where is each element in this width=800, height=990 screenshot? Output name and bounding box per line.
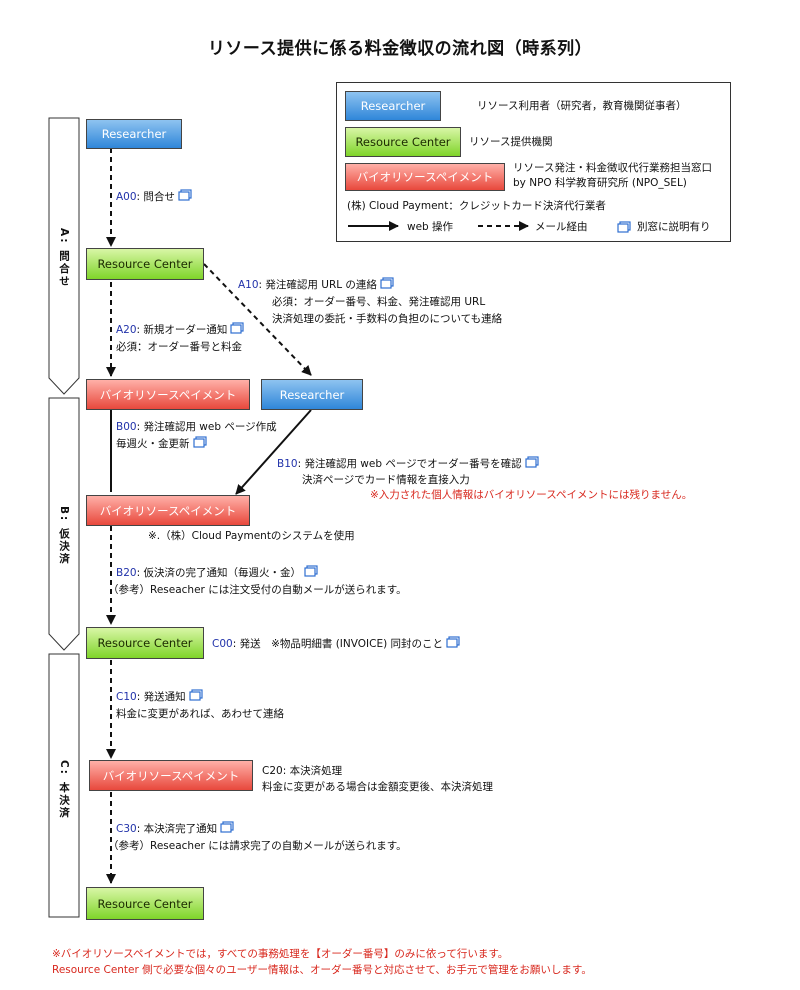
step-b10: B10: 発注確認用 web ページでオーダー番号を確認 [277, 456, 539, 472]
phase-c-label: C: 本決済 [58, 760, 70, 820]
node-payment-1: バイオリソースペイメント [86, 379, 250, 410]
phase-a-label: A: 問合せ [58, 228, 70, 288]
node-payment-3: バイオリソースペイメント [89, 760, 253, 791]
step-c10-line2: 料金に変更があれば、あわせて連絡 [116, 708, 284, 720]
step-a10-line3: 決済処理の委託・手数料の負担のについても連絡 [272, 313, 503, 325]
step-b00: B00: 発注確認用 web ページ作成 [116, 421, 277, 433]
step-a10: A10: 発注確認用 URL の連絡 [238, 277, 394, 293]
separate-window-icon[interactable] [178, 189, 192, 201]
node-resource-center-3: Resource Center [86, 887, 204, 920]
separate-window-icon[interactable] [188, 689, 203, 701]
node-researcher-1: Researcher [86, 119, 182, 149]
step-c30-line2: （参考）Reseacher には請求完了の自動メールが送られます。 [108, 840, 407, 852]
step-a10-line2: 必須：オーダー番号、料金、発注確認用 URL [272, 296, 486, 308]
page-title: リソース提供に係る料金徴収の流れ図（時系列） [207, 39, 593, 59]
step-a00: A00: 問合せ [116, 189, 192, 205]
arrow-b10 [235, 409, 312, 495]
cloud-payment-note: ※.（株）Cloud Paymentのシステムを使用 [148, 530, 355, 542]
step-b10-note: ※入力された個人情報はバイオリソースペイメントには残りません。 [370, 489, 693, 501]
separate-window-icon[interactable] [446, 636, 460, 648]
legend-rc-box: Resource Center [345, 127, 461, 157]
step-a20-line2: 必須：オーダー番号と料金 [116, 341, 242, 353]
step-b00-line2: 毎週火・金更新 [116, 436, 207, 452]
legend-separate: 別窓に説明有り [637, 221, 711, 233]
node-payment-2: バイオリソースペイメント [86, 495, 250, 526]
step-c30: C30: 本決済完了通知 [116, 821, 234, 837]
step-b20: B20: 仮決済の完了通知（毎週火・金） [116, 565, 318, 581]
step-c20: C20: 本決済処理 [262, 765, 343, 777]
separate-window-icon[interactable] [380, 277, 394, 289]
legend-web-op: web 操作 [407, 221, 454, 233]
footer-line-1: ※バイオリソースペイメントでは，すべての事務処理を【オーダー番号】のみに依って行… [52, 948, 509, 960]
separate-window-icon[interactable] [304, 565, 318, 577]
legend-rc-desc: リソース提供機関 [469, 136, 553, 148]
legend-cloud-desc: (株) Cloud Payment：クレジットカード決済代行業者 [347, 200, 606, 212]
step-b10-line2: 決済ページでカード情報を直接入力 [302, 474, 470, 486]
legend-bio-box: バイオリソースペイメント [345, 163, 505, 191]
legend-researcher-box: Researcher [345, 91, 441, 121]
phase-b-chevron [48, 397, 80, 651]
step-b20-line2: （参考）Reseacher には注文受付の自動メールが送られます。 [108, 584, 407, 596]
step-a20: A20: 新規オーダー通知 [116, 322, 245, 338]
footer-line-2: Resource Center 側で必要な個々のユーザー情報は、オーダー番号と対… [52, 964, 592, 976]
node-researcher-2: Researcher [261, 379, 363, 410]
legend-bio-desc1: リソース発注・料金徴収代行業務担当窓口 [513, 162, 712, 174]
legend-mail: メール経由 [535, 221, 588, 233]
phase-b-label: B: 仮決済 [58, 506, 70, 566]
separate-window-icon[interactable] [192, 436, 207, 448]
footer-note: ※バイオリソースペイメントでは，すべての事務処理を【オーダー番号】のみに依って行… [52, 946, 592, 978]
separate-window-icon[interactable] [525, 456, 539, 468]
separate-window-icon[interactable] [220, 821, 234, 833]
legend-bio-desc2: by NPO 科学教育研究所 (NPO_SEL) [513, 177, 687, 189]
node-resource-center-1: Resource Center [86, 248, 204, 280]
separate-window-icon [617, 221, 631, 233]
separate-window-icon[interactable] [230, 322, 245, 334]
arrow-a10 [203, 263, 312, 376]
step-c10: C10: 発送通知 [116, 689, 203, 705]
legend-researcher-desc: リソース利用者（研究者，教育機関従事者） [477, 100, 687, 112]
node-resource-center-2: Resource Center [86, 627, 204, 659]
phase-a-chevron [48, 117, 80, 395]
legend: Researcher リソース利用者（研究者，教育機関従事者） Resource… [336, 82, 731, 242]
phase-c-chevron [48, 653, 80, 918]
step-c20-line2: 料金に変更がある場合は金額変更後、本決済処理 [262, 781, 493, 793]
step-c00: C00: 発送 ※物品明細書 (INVOICE) 同封のこと [212, 636, 460, 652]
